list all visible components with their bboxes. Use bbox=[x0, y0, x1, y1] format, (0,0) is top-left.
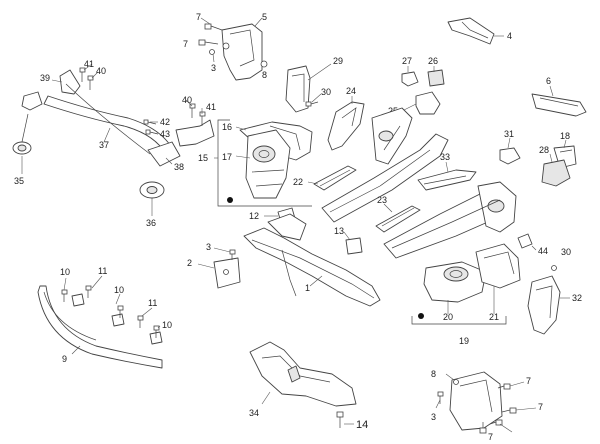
callout-41: 41 bbox=[206, 102, 216, 112]
callout-7: 7 bbox=[196, 12, 201, 22]
part-37-strut-bar bbox=[21, 69, 173, 155]
callout-10: 10 bbox=[162, 320, 172, 330]
part-2-bracket bbox=[213, 257, 241, 289]
part-31-bracket bbox=[499, 147, 521, 165]
part-28-bracket bbox=[541, 159, 571, 187]
callout-7: 7 bbox=[526, 376, 531, 386]
callout-33: 33 bbox=[440, 152, 450, 162]
callout-16: 16 bbox=[222, 122, 232, 132]
callout-31: 31 bbox=[504, 129, 514, 139]
part-23-rail bbox=[375, 205, 421, 233]
callout-10: 10 bbox=[60, 267, 70, 277]
callout-39: 39 bbox=[40, 73, 50, 83]
bottom-right-bracket bbox=[449, 371, 503, 431]
callout-9: 9 bbox=[62, 354, 67, 364]
part-29-panel bbox=[285, 65, 311, 113]
upper-side-rail bbox=[321, 107, 449, 223]
callout-18: 18 bbox=[560, 131, 570, 141]
callout-14: 14 bbox=[356, 419, 368, 431]
callout-22: 22 bbox=[293, 177, 303, 187]
callout-1: 1 bbox=[305, 283, 310, 293]
part-22-rail bbox=[313, 165, 357, 191]
callout-15: 15 bbox=[198, 153, 208, 163]
part-27-clip bbox=[401, 71, 419, 87]
callout-2: 2 bbox=[187, 258, 192, 268]
callout-36: 36 bbox=[146, 218, 156, 228]
bolt-41-40-left bbox=[79, 67, 94, 90]
callout-10: 10 bbox=[114, 285, 124, 295]
part-32-panel bbox=[527, 275, 561, 335]
callout-11: 11 bbox=[98, 266, 107, 276]
callout-5: 5 bbox=[262, 12, 267, 22]
part-13-bracket bbox=[345, 237, 363, 255]
callout-32: 32 bbox=[572, 293, 582, 303]
callout-11: 11 bbox=[148, 298, 157, 308]
callout-42: 42 bbox=[160, 117, 170, 127]
callout-17: 17 bbox=[222, 152, 232, 162]
part-1-front-rail bbox=[243, 213, 381, 307]
part-17-tower bbox=[245, 129, 291, 199]
part-21-panel bbox=[475, 243, 521, 289]
callout-40: 40 bbox=[182, 95, 192, 105]
callout-3: 3 bbox=[206, 242, 211, 252]
part-20-housing bbox=[423, 261, 487, 303]
callout-6: 6 bbox=[546, 76, 551, 86]
lower-right-rail bbox=[383, 181, 517, 259]
callout-28: 28 bbox=[539, 145, 549, 155]
callout-20: 20 bbox=[443, 312, 453, 322]
callout-43: 43 bbox=[160, 129, 170, 139]
callout-4: 4 bbox=[507, 31, 512, 41]
callout-3: 3 bbox=[431, 412, 436, 422]
callout-34: 34 bbox=[249, 408, 259, 418]
part-36-clamp bbox=[139, 181, 165, 199]
callout-8: 8 bbox=[431, 369, 436, 379]
callout-37: 37 bbox=[99, 140, 109, 150]
callout-30: 30 bbox=[561, 247, 571, 257]
callout-35: 35 bbox=[14, 176, 24, 186]
part-30-nut bbox=[551, 265, 557, 271]
callout-13: 13 bbox=[334, 226, 344, 236]
callout-12: 12 bbox=[249, 211, 259, 221]
callout-27: 27 bbox=[402, 56, 412, 66]
callout-24: 24 bbox=[346, 86, 356, 96]
part-9-stabilizer-bar bbox=[37, 285, 163, 369]
part-38-clamp bbox=[147, 119, 215, 167]
reference-dot bbox=[227, 197, 233, 203]
part-4-bracket bbox=[447, 17, 495, 45]
bolt-14 bbox=[336, 411, 344, 428]
callout-26: 26 bbox=[428, 56, 438, 66]
part-34-subframe bbox=[249, 341, 357, 407]
bolt-30 bbox=[305, 101, 319, 107]
callout-38: 38 bbox=[174, 162, 184, 172]
callout-3: 3 bbox=[211, 63, 216, 73]
part-25-bracket bbox=[415, 91, 441, 115]
part-5-bracket bbox=[221, 23, 268, 81]
callout-8: 8 bbox=[262, 70, 267, 80]
bolts-9-group bbox=[61, 285, 160, 338]
callout-21: 21 bbox=[489, 312, 499, 322]
bolt-40-41-right bbox=[189, 103, 206, 126]
reference-dot bbox=[418, 313, 424, 319]
callout-29: 29 bbox=[333, 56, 343, 66]
part-35-clamp bbox=[12, 113, 32, 155]
callout-19: 19 bbox=[459, 336, 469, 346]
part-26-clip bbox=[427, 69, 445, 87]
bolts-7-bottom bbox=[437, 383, 517, 434]
part-33-rail bbox=[417, 169, 477, 191]
callout-30: 30 bbox=[321, 87, 331, 97]
part-6-bracket bbox=[531, 93, 587, 117]
part-24-bracket bbox=[327, 101, 365, 151]
callout-40: 40 bbox=[96, 66, 106, 76]
callout-7: 7 bbox=[183, 39, 188, 49]
callout-41: 41 bbox=[84, 59, 94, 69]
callout-7: 7 bbox=[488, 432, 493, 442]
callout-7: 7 bbox=[538, 402, 543, 412]
callout-23: 23 bbox=[377, 195, 387, 205]
callout-44: 44 bbox=[538, 246, 548, 256]
part-44-clip bbox=[517, 233, 533, 249]
bolt-7-top bbox=[198, 23, 223, 55]
